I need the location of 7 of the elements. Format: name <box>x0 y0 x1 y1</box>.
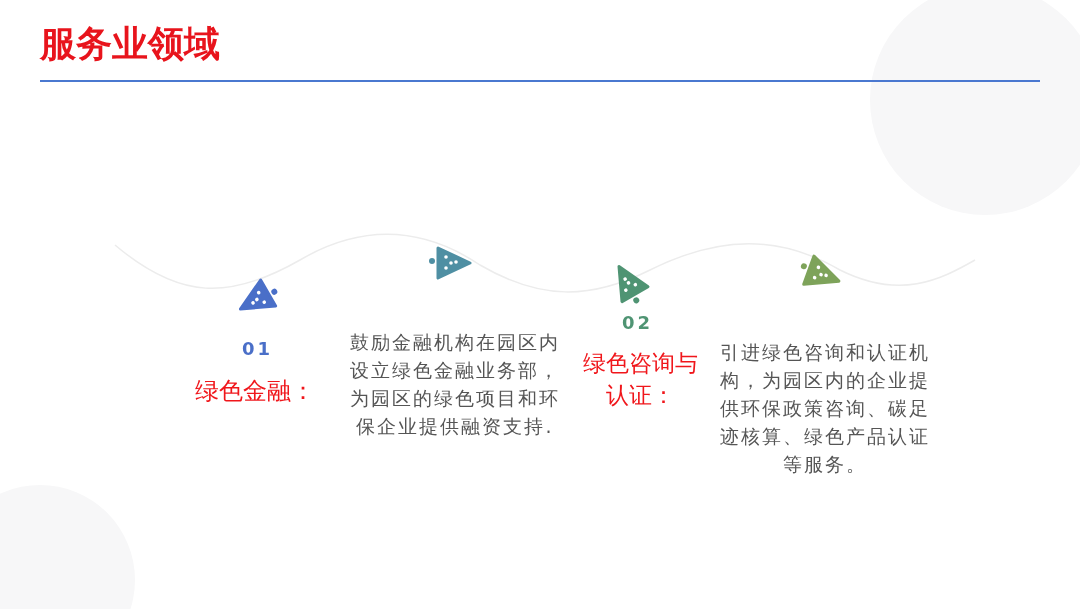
step-number: 01 <box>240 338 275 359</box>
step-heading: 绿色咨询与认证： <box>581 349 699 410</box>
step-number: 02 <box>620 312 655 333</box>
step-heading: 绿色金融： <box>194 376 316 407</box>
slide-title: 服务业领域 <box>40 22 220 66</box>
step-description: 引进绿色咨询和认证机构，为园区内的企业提供环保政策咨询、碳足迹核算、绿色产品认证等服务。 <box>718 340 931 477</box>
step-description: 鼓励金融机构在园区内设立绿色金融业务部，为园区的绿色项目和环保企业提供融资支持. <box>350 330 560 439</box>
